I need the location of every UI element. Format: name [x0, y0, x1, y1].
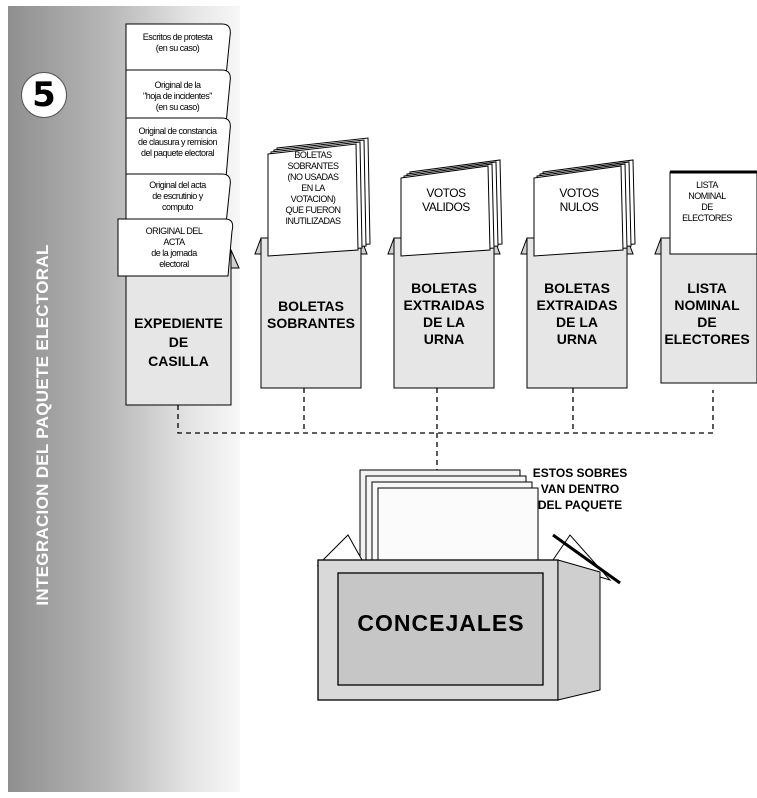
label-validos: BOLETAS EXTRAIDAS DE LA URNA [403, 280, 485, 347]
envelope-sobrantes [254, 137, 371, 389]
envelope-nulos [520, 159, 636, 389]
connector-lines [177, 388, 714, 470]
doc-acta-jornada: ORIGINAL DEL ACTA de la jornada electora… [145, 226, 203, 269]
doc-escritos-protesta: Escritos de protesta (en su caso) [142, 32, 213, 53]
label-nulos: BOLETAS EXTRAIDAS DE LA URNA [536, 280, 618, 347]
envelope-validos [387, 159, 503, 389]
envelope-lista [654, 170, 757, 384]
expediente-documents [117, 23, 234, 277]
label-lista: LISTA NOMINAL DE ELECTORES [664, 280, 750, 347]
paper-validos-text: VOTOS VALIDOS [422, 186, 470, 214]
doc-acta-escrutinio: Original del acta de escrutinio y comput… [149, 180, 206, 212]
envelopes-note: ESTOS SOBRES VAN DENTRO DEL PAQUETE [532, 466, 628, 512]
package-box [316, 469, 621, 701]
label-expediente: EXPEDIENTE DE CASILLA [134, 315, 223, 369]
box-label: CONCEJALES [357, 610, 525, 636]
paper-lista-text: LISTA NOMINAL DE ELECTORES [682, 180, 732, 223]
doc-constancia-clausura: Original de constancia de clausura y rem… [137, 126, 218, 158]
paper-sobrantes-text: BOLETAS SOBRANTES (NO USADAS EN LA VOTAC… [285, 150, 341, 226]
paper-nulos-text: VOTOS NULOS [559, 186, 599, 214]
step-number-badge: 5 [21, 72, 67, 118]
doc-hoja-incidentes: Original de la "hoja de incidentes" (en … [143, 80, 212, 112]
label-sobrantes: BOLETAS SOBRANTES [267, 298, 355, 331]
